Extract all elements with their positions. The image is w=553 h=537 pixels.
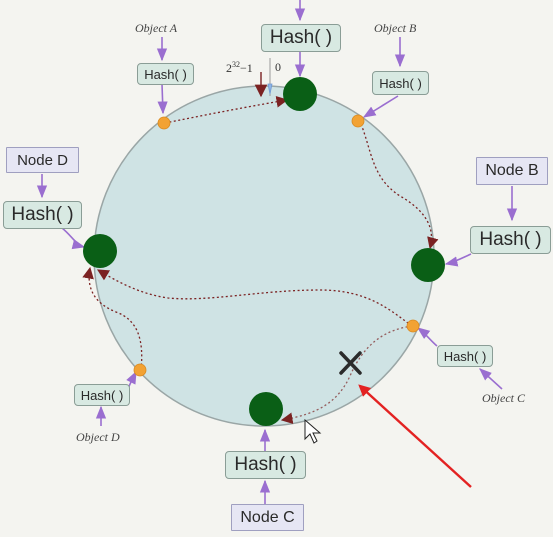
arrow-object-b-hash-to-ring: [362, 95, 399, 118]
red-arrow-icon: [358, 384, 472, 488]
node-b-circle: [411, 248, 445, 282]
hash-ring: [93, 85, 435, 427]
node-c-box: Node C: [231, 504, 304, 531]
object-b-dot: [351, 114, 365, 128]
node-d-hash-box: Hash( ): [3, 201, 82, 229]
node-c-hash-box: Hash( ): [225, 451, 306, 479]
path-object-a-to-top-node: [164, 96, 289, 124]
node-d-circle: [83, 234, 117, 268]
object-a-hash-box: Hash( ): [137, 63, 194, 85]
arrow-object-c-hash-to-ring: [416, 327, 438, 347]
x-mark-icon: [339, 351, 362, 375]
mouse-cursor-icon: [304, 418, 322, 444]
object-d-dot: [133, 363, 147, 377]
object-b-label: Object B: [374, 21, 417, 35]
path-object-d-to-node-d: [82, 266, 143, 371]
arrow-object-c-to-hash: [479, 368, 503, 390]
object-d-hash-box: Hash( ): [74, 384, 130, 406]
object-a-label: Object A: [135, 21, 178, 35]
max-hash-base: 2: [226, 61, 232, 75]
object-b-hash-box: Hash( ): [372, 71, 429, 95]
object-c-label: Object C: [482, 391, 525, 405]
arrow-object-a-hash-to-ring: [157, 83, 168, 115]
object-d-label: Object D: [76, 430, 120, 444]
object-c-dot: [406, 319, 420, 333]
node-b-hash-box: Hash( ): [470, 226, 551, 254]
path-object-c-to-node-c-old: [280, 325, 413, 425]
path-object-c-to-node-d: [96, 269, 413, 327]
routing-paths: [82, 96, 439, 425]
mapping-arrows: [36, 0, 518, 504]
zero-label: 0: [275, 60, 281, 74]
path-object-b-to-node-b: [360, 123, 439, 250]
max-hash-label: 232−1: [226, 60, 253, 76]
object-c-hash-box: Hash( ): [437, 345, 493, 367]
max-hash-suffix: −1: [240, 61, 253, 75]
node-b-box: Node B: [476, 157, 548, 185]
max-hash-exponent: 32: [232, 60, 240, 69]
node-c-circle: [249, 392, 283, 426]
arrow-node-b-hash-to-node: [444, 253, 472, 267]
node-top-circle: [283, 77, 317, 111]
node-d-box: Node D: [6, 147, 79, 173]
zero-marker: [267, 83, 273, 95]
object-a-dot: [157, 116, 171, 130]
top-hash-box: Hash( ): [261, 24, 341, 52]
arrow-node-d-hash-to-node: [61, 227, 86, 250]
